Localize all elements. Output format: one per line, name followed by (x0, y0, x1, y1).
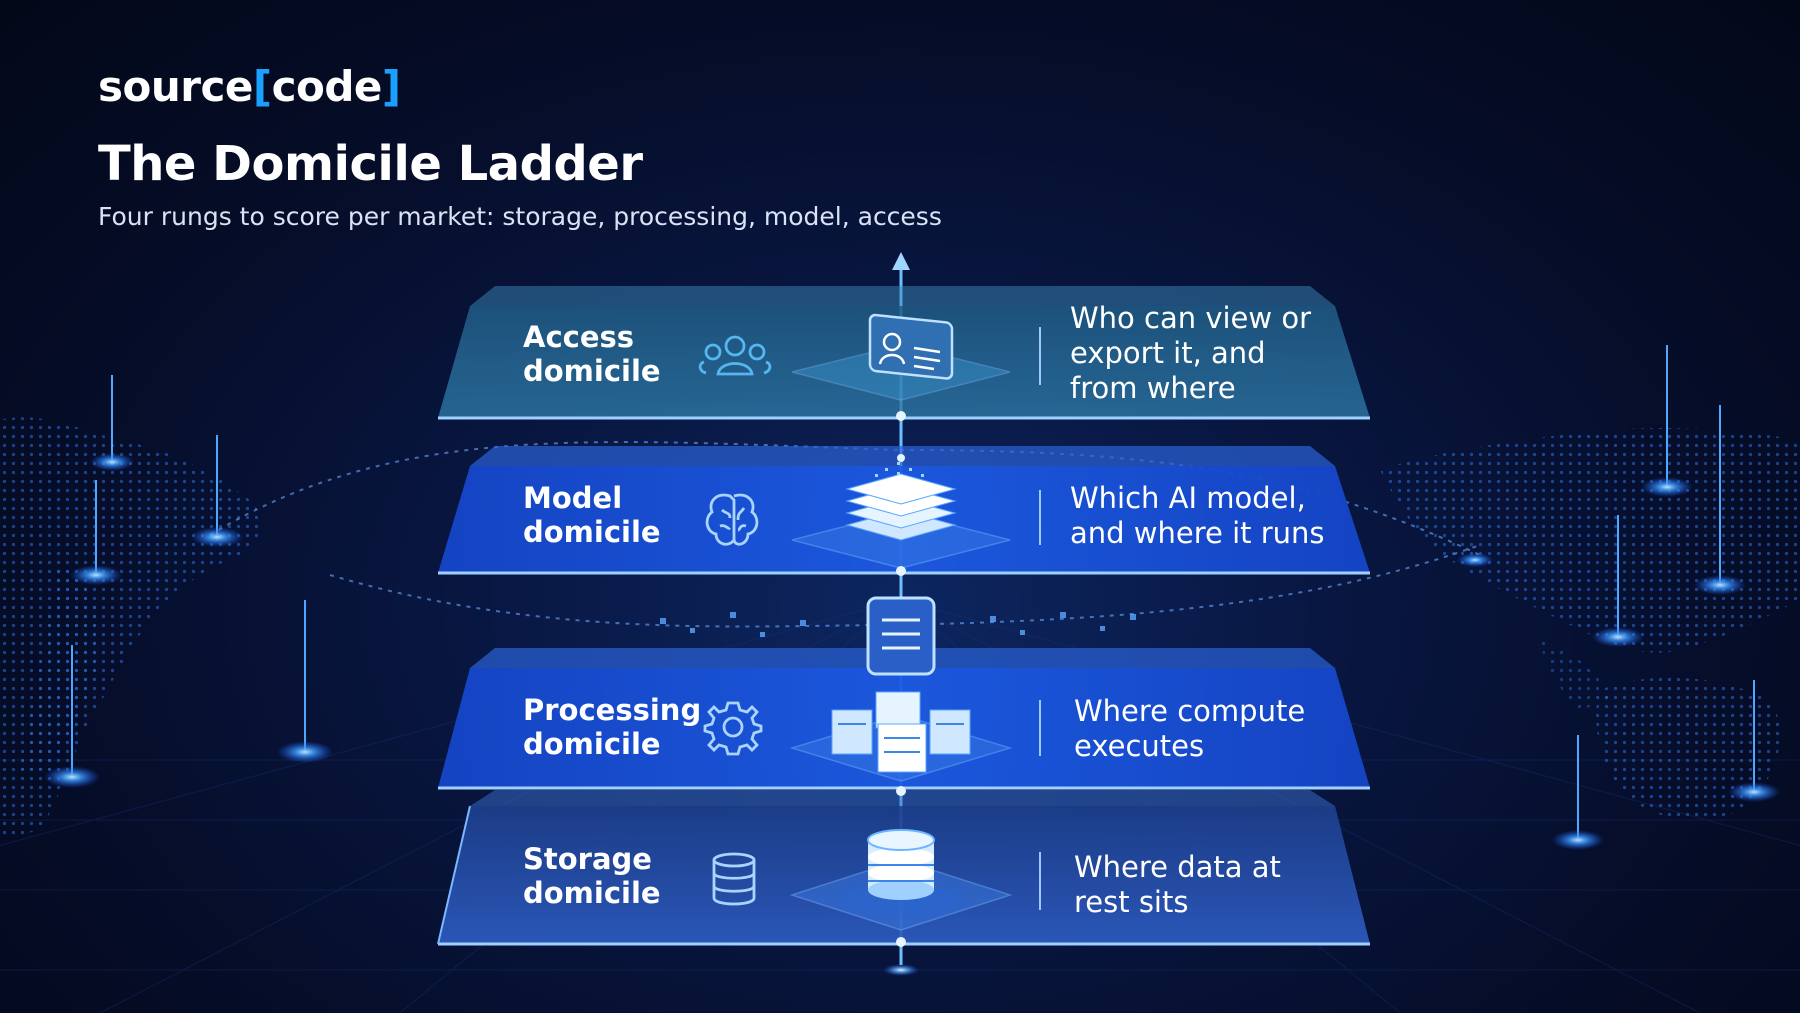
brand-logo: source[code] (98, 62, 401, 111)
base-glow (883, 964, 919, 976)
map-left (0, 417, 261, 840)
location-pins (44, 345, 1780, 850)
page-subtitle: Four rungs to score per market: storage,… (98, 202, 942, 231)
connection-arcs (209, 441, 1481, 628)
up-arrow-icon (892, 252, 910, 270)
document-node-icon (866, 596, 936, 676)
database-icon (712, 852, 756, 906)
gear-icon (703, 701, 763, 756)
page-title: The Domicile Ladder (98, 136, 643, 192)
id-card-icon (791, 313, 1011, 401)
layer-stack-icon (791, 462, 1011, 569)
slab-access (438, 286, 1370, 420)
data-particles (660, 612, 1136, 637)
slab-model (438, 446, 1370, 575)
rung-desc-model: Which AI model,and where it runs (1070, 481, 1325, 550)
brain-icon (705, 493, 759, 546)
server-cluster-icon (789, 691, 1013, 782)
people-icon (698, 335, 772, 376)
slab-processing (438, 648, 1370, 790)
map-right (1380, 428, 1800, 821)
beam-nodes (896, 411, 906, 947)
slab-storage (437, 790, 1370, 946)
database-stack-icon (789, 829, 1013, 931)
